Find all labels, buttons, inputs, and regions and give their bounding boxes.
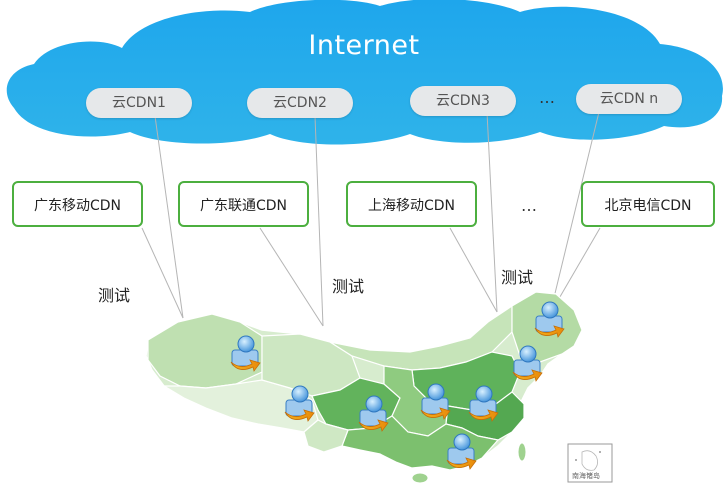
- inset-label: 南海诸岛: [572, 472, 600, 480]
- cloud-cdn-n-pill: 云CDN n: [576, 84, 682, 114]
- test-label-2: 测试: [332, 277, 365, 296]
- connection-lines: [141, 111, 601, 327]
- cloud-cdn-2-pill: 云CDN2: [247, 88, 353, 118]
- test-label-1: 测试: [98, 286, 131, 305]
- cloud-cdn-3-pill: 云CDN3: [410, 86, 516, 116]
- internet-cloud: [6, 0, 723, 145]
- isp-node-bj-telecom: 北京电信CDN: [581, 181, 715, 227]
- cloud-cdn-1-pill: 云CDN1: [86, 88, 192, 118]
- china-map: [145, 291, 613, 484]
- isp-node-gd-mobile: 广东移动CDN: [12, 181, 143, 227]
- south-china-sea-inset: [567, 443, 613, 483]
- cloud-title: Internet: [308, 30, 420, 61]
- isp-node-gd-unicom: 广东联通CDN: [178, 181, 309, 227]
- isp-node-sh-mobile: 上海移动CDN: [346, 181, 477, 227]
- test-label-3: 测试: [501, 268, 534, 287]
- cloud-cdn-ellipsis: …: [539, 88, 556, 107]
- isp-node-ellipsis: …: [521, 196, 538, 215]
